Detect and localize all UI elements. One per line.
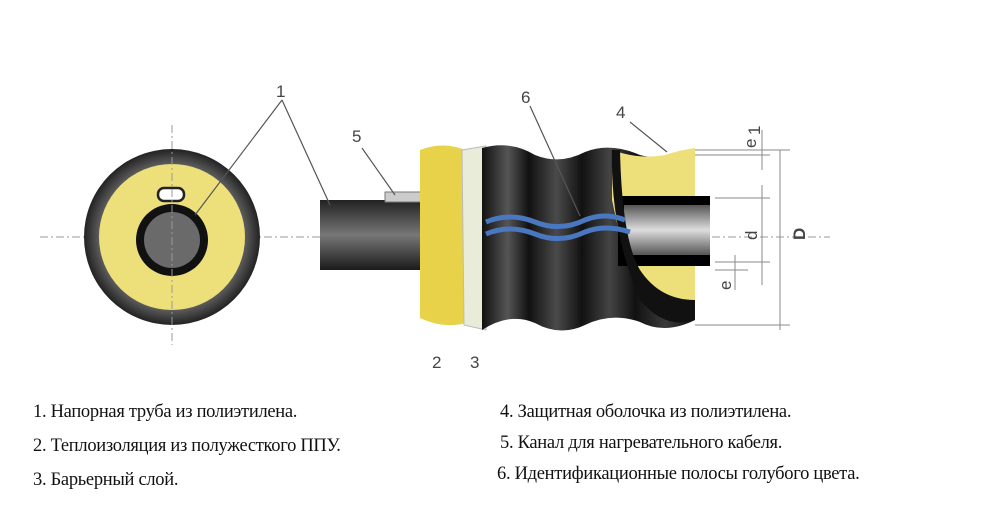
jacket-cut-edge <box>611 150 695 323</box>
callout-5: 5 <box>352 127 361 146</box>
id-stripe <box>485 225 631 241</box>
dim-e1: e <box>741 139 760 148</box>
dim-e1-sub: 1 <box>745 126 764 135</box>
dim-e: e <box>716 281 735 290</box>
legend-item-1: 1. Напорная труба из полиэтилена. <box>33 402 298 422</box>
cable-channel <box>156 186 186 203</box>
legend-item-3: 3. Барьерный слой. <box>33 470 179 490</box>
legend-item-6: 6. Идентификационные полосы голубого цве… <box>497 464 860 484</box>
inner-pipe-bore <box>624 205 710 255</box>
dim-d: d <box>742 231 761 240</box>
callout-1: 1 <box>276 82 285 101</box>
callout-3: 3 <box>470 353 479 372</box>
leader-lines <box>194 99 668 217</box>
callout-2: 2 <box>432 353 441 372</box>
barrier-layer <box>461 145 487 331</box>
dimension-lines <box>695 130 790 330</box>
callout-6: 6 <box>521 88 530 107</box>
callout-4: 4 <box>616 103 625 122</box>
legend-item-5: 5. Канал для нагревательного кабеля. <box>500 433 783 453</box>
legend-item-4: 4. Защитная оболочка из полиэтилена. <box>500 402 792 422</box>
id-stripe <box>485 213 626 229</box>
legend-item-2: 2. Теплоизоляция из полужесткого ППУ. <box>33 436 341 456</box>
dim-D: D <box>790 228 809 240</box>
